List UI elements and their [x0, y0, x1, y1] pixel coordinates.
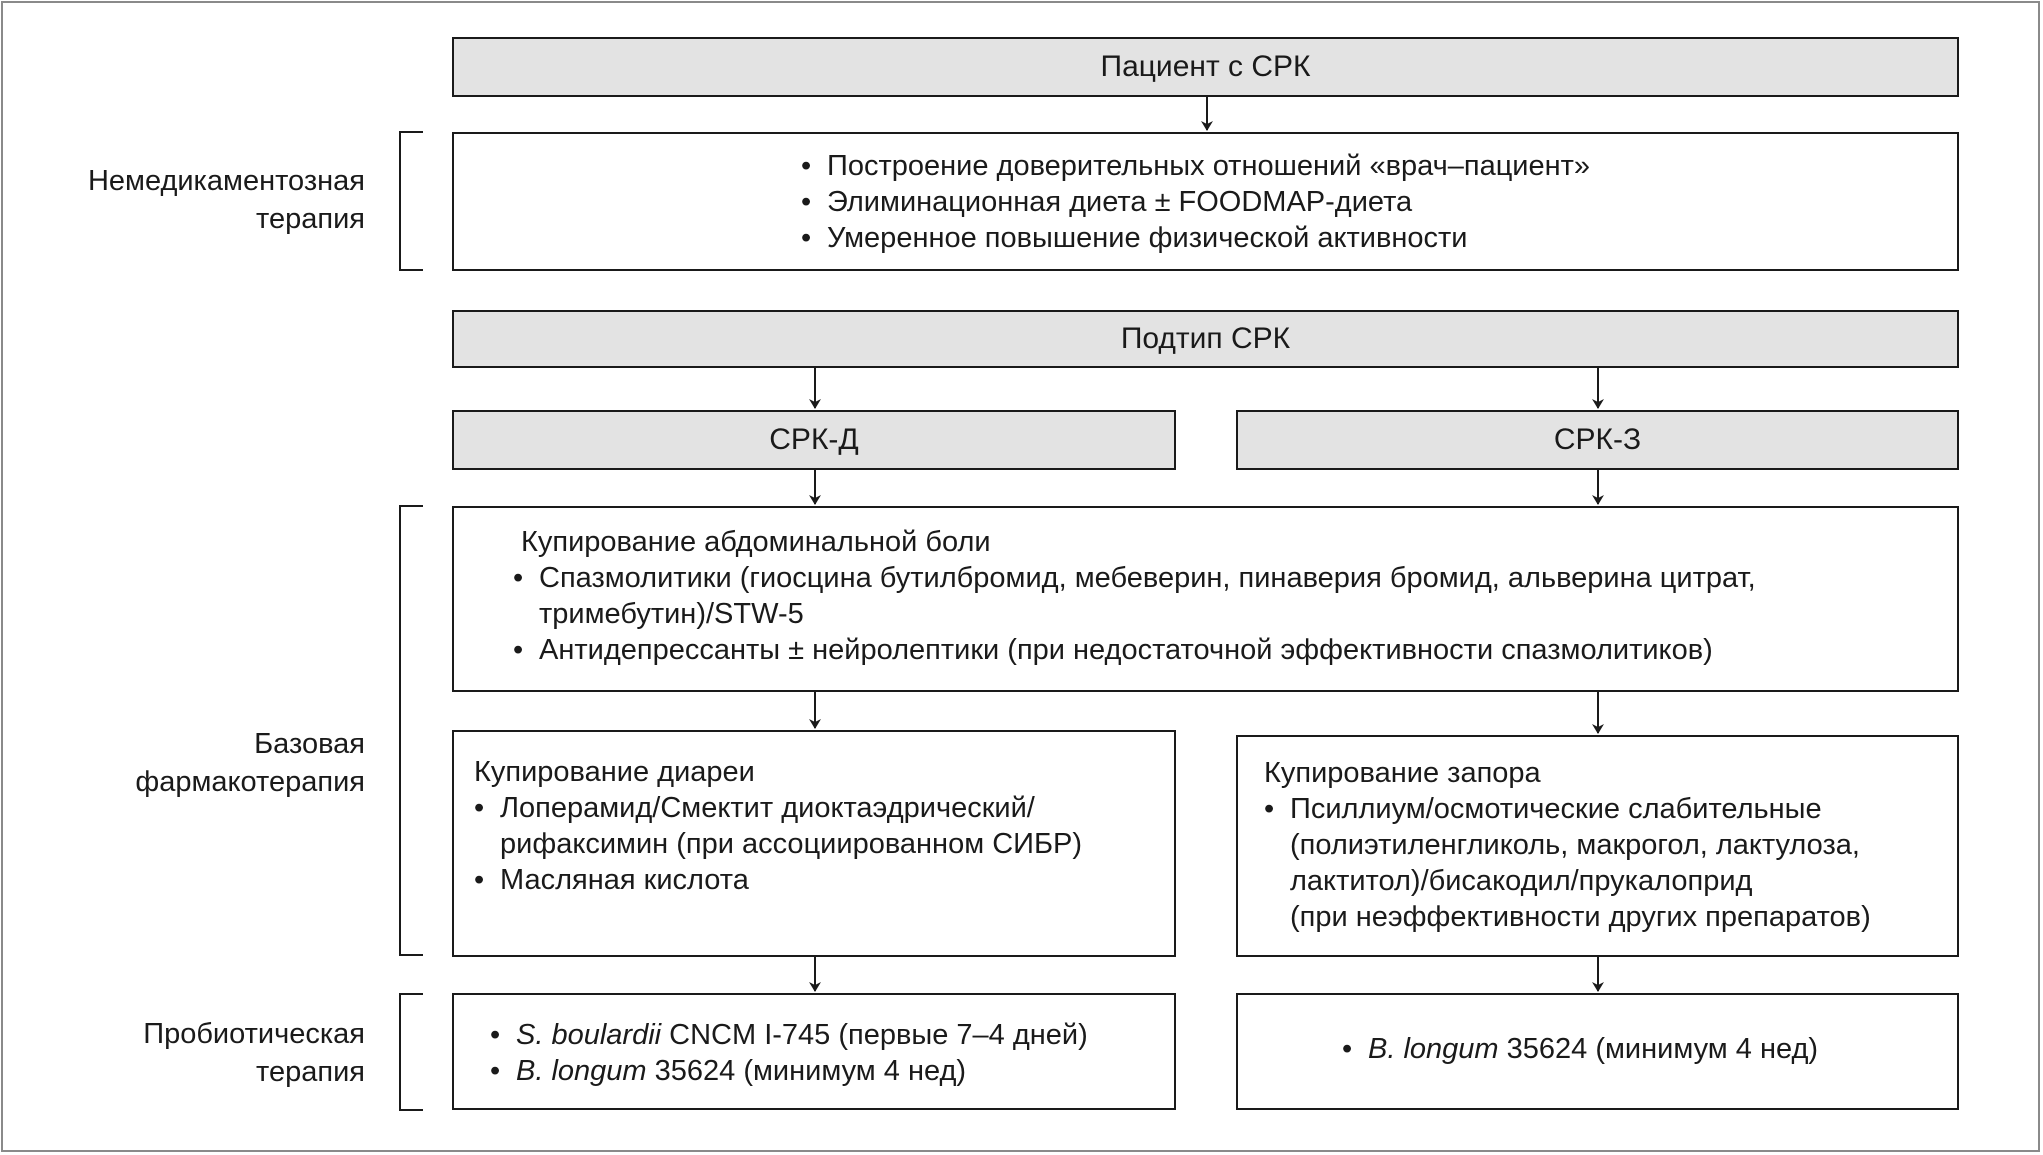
constipation-item-cont: (полиэтиленгликоль, макрогол, лактулоза,: [1290, 829, 1860, 861]
probiotic-d-box: •S. boulardii CNCM I-745 (первые 7–4 дне…: [452, 993, 1176, 1110]
diarrhea-box: Купирование диареи •Лоперамид/Смектит ди…: [452, 730, 1176, 957]
ibs-c-label: СРК-З: [1553, 423, 1642, 456]
pain-item-cont: тримебутин)/STW-5: [539, 598, 804, 630]
side-label-basic: Базовая фармакотерапия: [135, 728, 365, 798]
diarrhea-title: Купирование диареи: [474, 756, 755, 788]
constipation-item: •Псиллиум/осмотические слабительные: [1264, 793, 1822, 825]
side-label-non-drug: Немедикаментозная терапия: [87, 165, 365, 235]
ibs-d-box: СРК-Д: [452, 410, 1176, 470]
probiotic-c-box: •B. longum 35624 (минимум 4 нед): [1236, 993, 1959, 1110]
bracket-non-drug: [399, 131, 423, 271]
ibs-d-label: СРК-Д: [769, 423, 859, 456]
non-drug-item: •Элиминационная диета ± FOODMAP-диета: [801, 186, 1413, 218]
non-drug-item: •Умеренное повышение физической активнос…: [801, 222, 1468, 254]
patient-box: Пациент с СРК: [452, 37, 1959, 97]
probiotic-d-item: •S. boulardii CNCM I-745 (первые 7–4 дне…: [490, 1019, 1088, 1051]
constipation-title: Купирование запора: [1264, 757, 1541, 789]
constipation-item-cont: (при неэффективности других препаратов): [1290, 901, 1871, 933]
pain-item: •Спазмолитики (гиосцина бутилбромид, меб…: [513, 562, 1756, 594]
ibs-c-box: СРК-З: [1236, 410, 1959, 470]
patient-label: Пациент с СРК: [1100, 50, 1311, 83]
pain-box: Купирование абдоминальной боли •Спазмоли…: [452, 506, 1959, 692]
subtype-box: Подтип СРК: [452, 310, 1959, 368]
side-label-probiotic: Пробиотическая терапия: [143, 1018, 365, 1088]
non-drug-item: •Построение доверительных отношений «вра…: [801, 150, 1591, 182]
pain-item: •Антидепрессанты ± нейролептики (при нед…: [513, 634, 1713, 666]
diarrhea-item: •Лоперамид/Смектит диоктаэдрический/: [474, 792, 1035, 824]
subtype-label: Подтип СРК: [1120, 322, 1291, 355]
bracket-probiotic: [399, 993, 423, 1111]
bracket-basic: [399, 505, 423, 956]
diarrhea-item-cont: рифаксимин (при ассоциированном СИБР): [500, 828, 1083, 860]
probiotic-d-item: •B. longum 35624 (минимум 4 нед): [490, 1055, 967, 1087]
probiotic-c-item: •B. longum 35624 (минимум 4 нед): [1342, 1033, 1819, 1065]
diarrhea-item: •Масляная кислота: [474, 864, 749, 896]
pain-title: Купирование абдоминальной боли: [521, 526, 991, 558]
constipation-box: Купирование запора •Псиллиум/осмотически…: [1236, 735, 1959, 957]
non-drug-box: •Построение доверительных отношений «вра…: [452, 132, 1959, 271]
constipation-item-cont: лактитол)/бисакодил/прукалоприд: [1290, 865, 1753, 897]
